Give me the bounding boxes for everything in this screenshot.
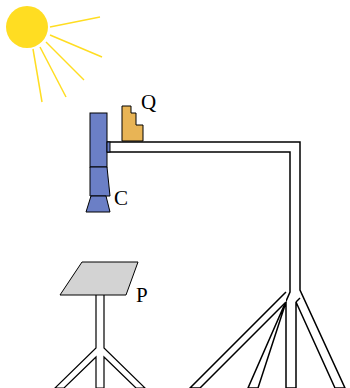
support-stand-leg	[296, 298, 300, 302]
camera-label: C	[114, 188, 128, 209]
plate-stand	[55, 293, 145, 388]
object-q	[122, 106, 143, 141]
plate-p	[60, 262, 138, 295]
object-label: Q	[141, 92, 156, 113]
sun-disc	[6, 6, 48, 48]
support-stand	[107, 142, 345, 388]
support-stand-leg	[190, 292, 286, 388]
camera	[86, 113, 110, 212]
sun	[6, 6, 102, 102]
plate-label: P	[136, 285, 148, 306]
